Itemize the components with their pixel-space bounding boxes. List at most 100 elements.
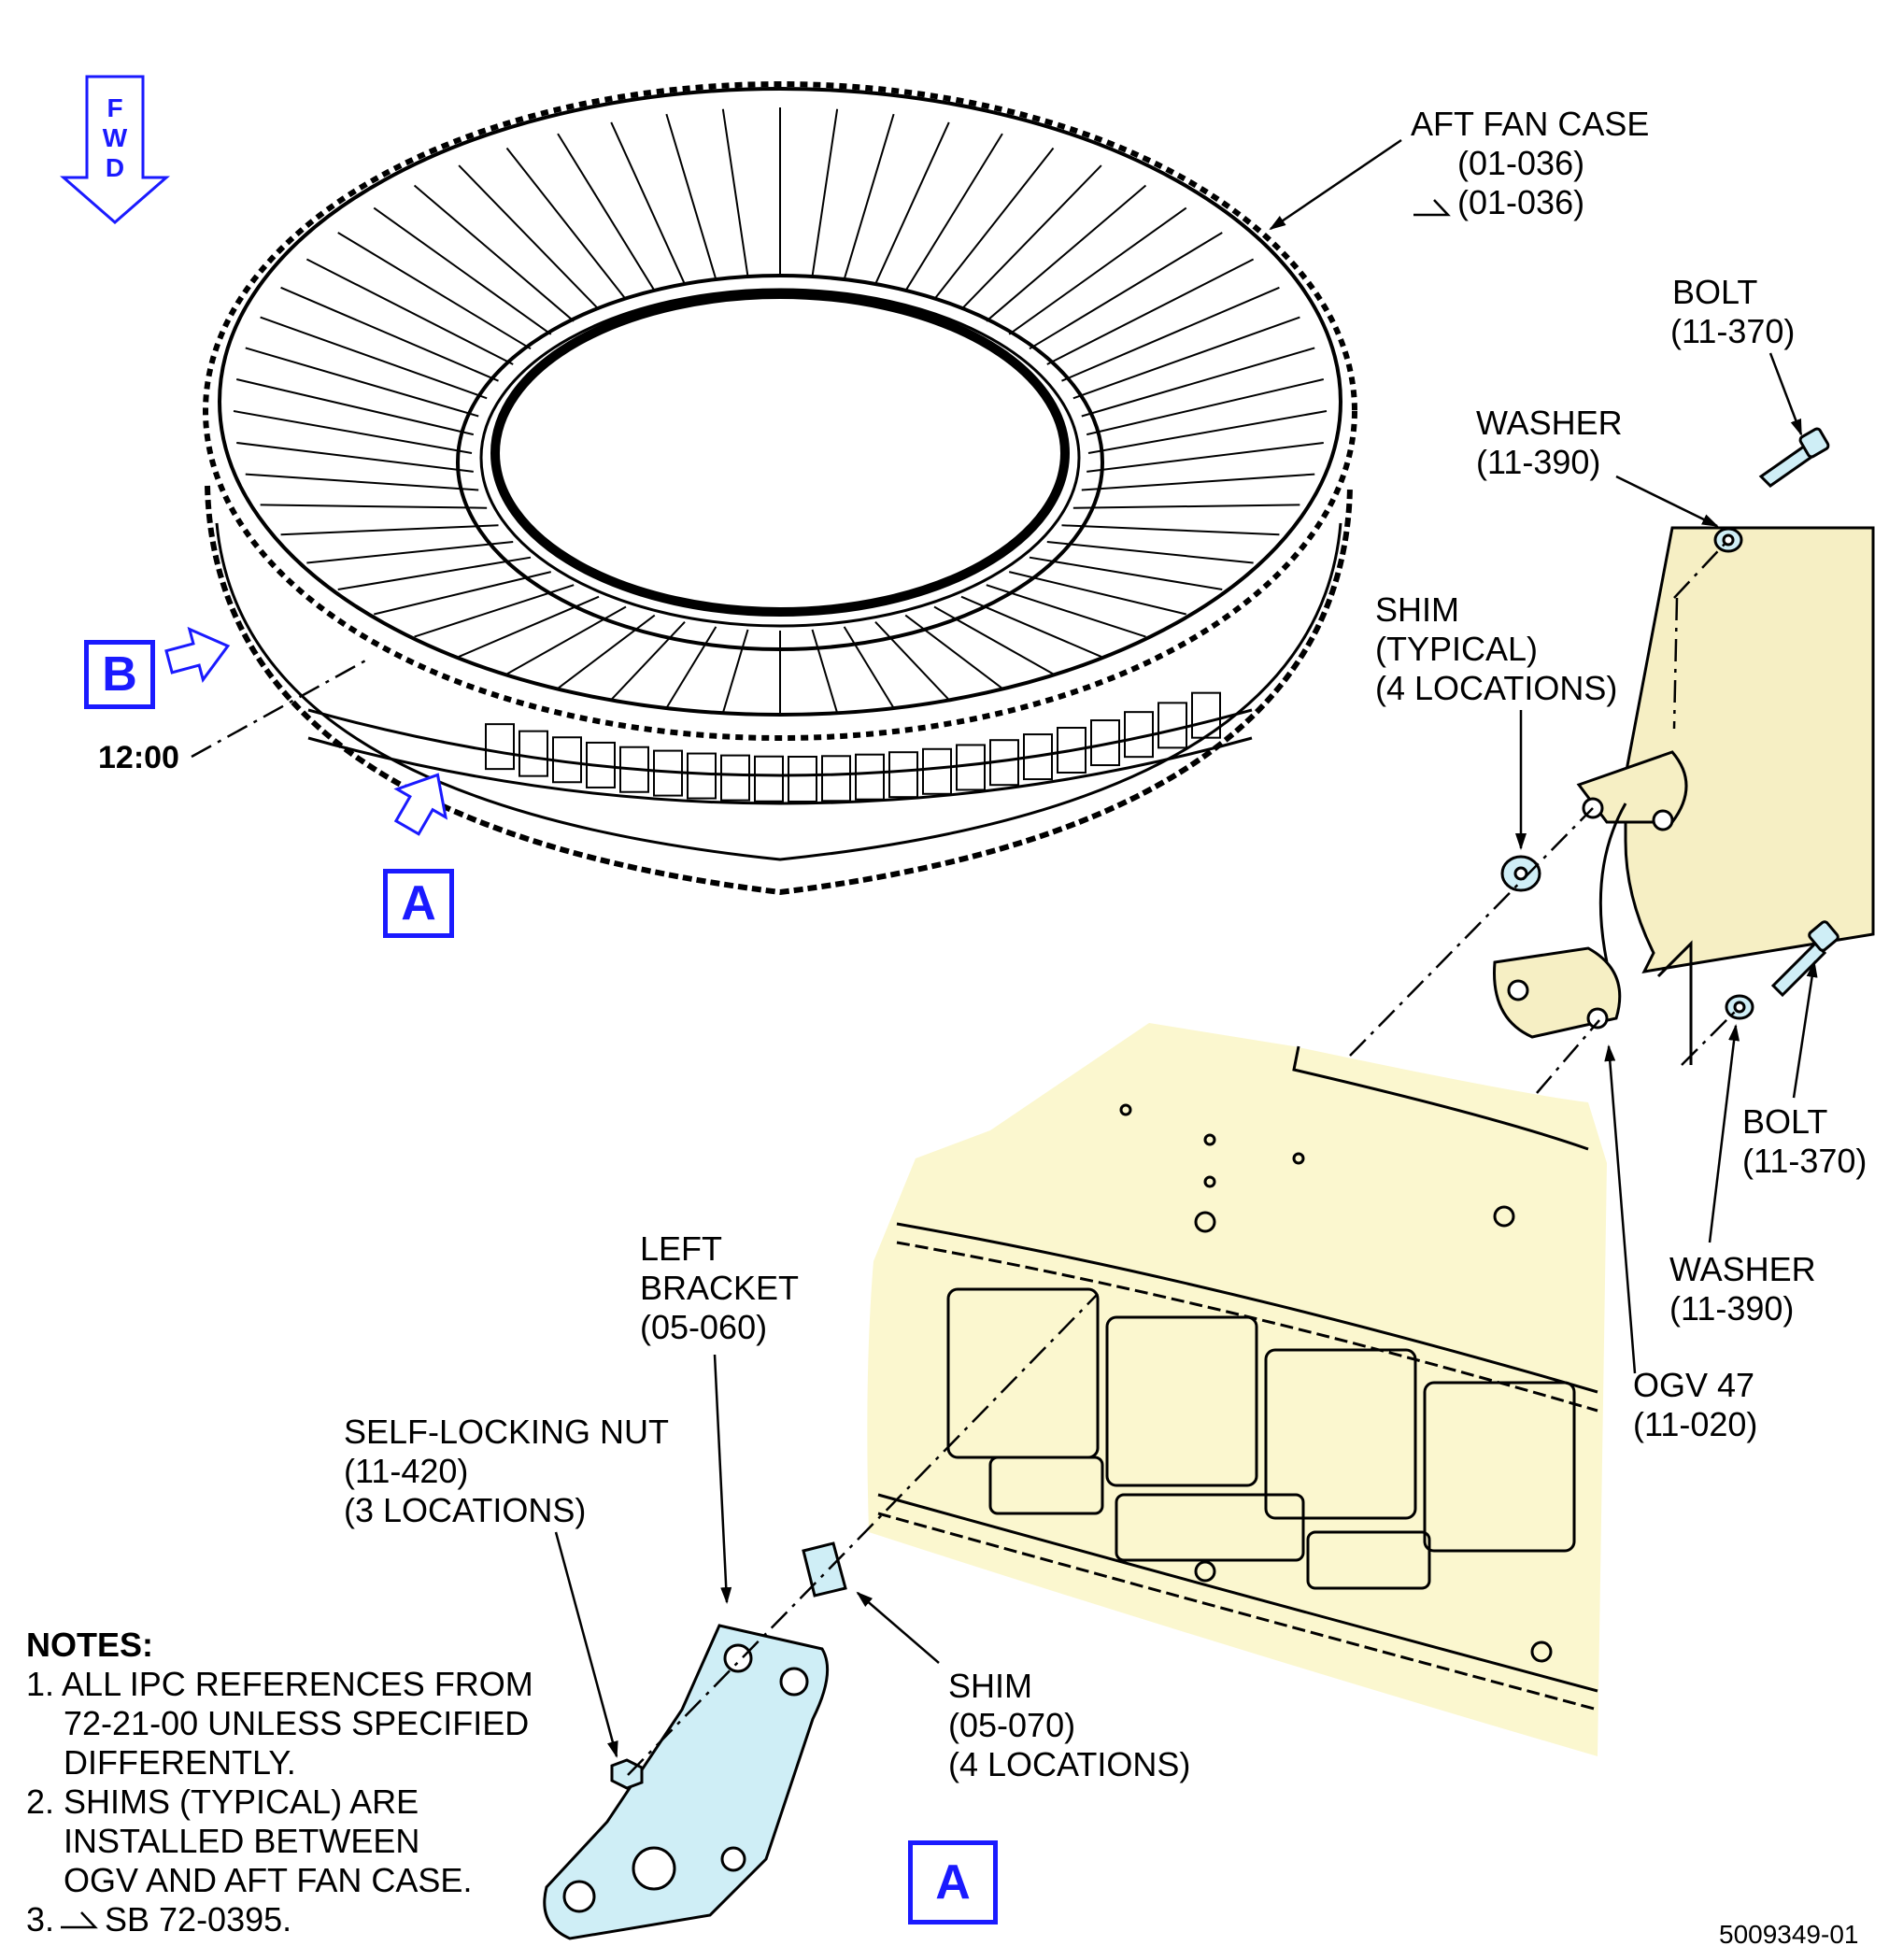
view-a-box-bottom: A <box>908 1840 998 1924</box>
vane-line <box>305 258 514 365</box>
vane-line <box>280 286 499 382</box>
front-cell <box>1023 733 1053 781</box>
vane-line <box>933 147 1055 301</box>
front-cell <box>922 747 952 795</box>
left-bracket-label-2: BRACKET <box>640 1269 800 1307</box>
vane-line <box>337 556 532 591</box>
bolt-lower-label: BOLT <box>1742 1102 1828 1141</box>
front-cell <box>720 754 750 802</box>
front-cell <box>754 755 784 802</box>
vane-line <box>557 133 656 291</box>
vane-line <box>337 232 532 350</box>
vane-line <box>280 524 499 536</box>
front-cell <box>989 739 1019 787</box>
vane-line <box>960 595 1102 658</box>
vane-line <box>874 121 950 285</box>
view-arrows <box>60 75 448 836</box>
vane-line <box>458 595 600 658</box>
front-cell <box>788 755 817 802</box>
note-1-line-3: DIFFERENTLY. <box>64 1743 296 1782</box>
aft-fan-case-label: AFT FAN CASE <box>1411 105 1650 143</box>
ogv-vanes <box>233 107 1328 715</box>
bolt-upper-label: BOLT <box>1672 273 1758 311</box>
vane-line <box>245 473 479 491</box>
front-cell <box>518 730 548 777</box>
washer-upper-ref: (11-390) <box>1476 443 1601 481</box>
vane-line <box>557 614 656 689</box>
vane-line <box>235 378 475 436</box>
vane-line <box>610 121 686 285</box>
vane-line <box>721 629 749 714</box>
vane-line <box>1046 541 1254 564</box>
case-segment-detail <box>867 1023 1607 1756</box>
vane-line <box>1008 206 1187 335</box>
vane-line <box>1046 258 1255 365</box>
vane-line <box>233 410 473 454</box>
aft-fan-case-ref: (01-036) <box>1457 144 1585 182</box>
vane-line <box>1009 571 1186 616</box>
bolt-upper-ref: (11-370) <box>1670 312 1796 350</box>
vane-line <box>414 584 575 638</box>
vane-line <box>986 584 1146 638</box>
vane-line <box>665 626 717 709</box>
vane-line <box>260 316 488 400</box>
shim-bracket-label: SHIM <box>948 1667 1032 1705</box>
fwd-letter-d: D <box>105 153 125 182</box>
vane-line <box>843 626 895 709</box>
front-cell <box>687 752 717 800</box>
front-cell <box>821 755 851 802</box>
bolt-lower-ref: (11-370) <box>1742 1142 1868 1180</box>
vane-line <box>811 629 839 714</box>
nut-locations: (3 LOCATIONS) <box>344 1491 587 1529</box>
fwd-letter-f: F <box>107 93 123 122</box>
vane-line <box>260 504 488 509</box>
front-cells <box>485 691 1221 802</box>
vane-line <box>458 164 600 310</box>
vane-line <box>374 571 551 616</box>
front-cell <box>855 753 885 801</box>
shim-bracket-locations: (4 LOCATIONS) <box>948 1745 1191 1783</box>
vane-line <box>986 184 1147 322</box>
vane-line <box>874 621 950 701</box>
washer-upper-label: WASHER <box>1476 404 1623 442</box>
washer-lower-ref: (11-390) <box>1669 1289 1795 1328</box>
front-cell <box>1124 711 1154 759</box>
front-cell <box>1057 727 1087 774</box>
vane-line <box>665 113 717 280</box>
front-cell <box>888 751 918 799</box>
nut-label: SELF-LOCKING NUT <box>344 1413 670 1451</box>
front-cell <box>653 749 683 797</box>
vane-line <box>1087 410 1328 454</box>
vane-line <box>1081 347 1315 418</box>
note-3-text: SB 72-0395. <box>105 1900 292 1939</box>
vane-line <box>843 113 895 280</box>
vane-line <box>1087 441 1324 473</box>
front-cell <box>485 723 515 771</box>
front-cell <box>956 744 986 791</box>
vane-line <box>1029 556 1223 591</box>
shim-bracket-ref: (05-070) <box>948 1706 1076 1744</box>
centerlines <box>191 539 1740 1776</box>
note-2-line-3: OGV AND AFT FAN CASE. <box>64 1861 473 1899</box>
front-cell <box>1090 719 1120 767</box>
note-2-line-1: 2. SHIMS (TYPICAL) ARE <box>26 1782 419 1821</box>
left-bracket-ref: (05-060) <box>640 1308 768 1346</box>
front-cell <box>619 746 649 793</box>
ogv-label: OGV 47 <box>1633 1366 1755 1404</box>
notes-title: NOTES: <box>26 1626 154 1664</box>
vane-line <box>1061 524 1280 536</box>
vane-line <box>610 621 686 701</box>
vane-line <box>1029 232 1223 350</box>
vane-line <box>413 184 575 322</box>
vane-line <box>506 605 627 675</box>
vane-line <box>1086 378 1325 436</box>
front-cell <box>552 736 582 784</box>
front-cell <box>586 741 616 788</box>
vane-line <box>960 164 1102 310</box>
vane-line <box>373 206 552 335</box>
view-b-box: B <box>84 640 155 709</box>
drawing-number: 5009349-01 <box>1719 1920 1859 1949</box>
vane-line <box>306 541 514 564</box>
vane-line <box>933 605 1054 675</box>
